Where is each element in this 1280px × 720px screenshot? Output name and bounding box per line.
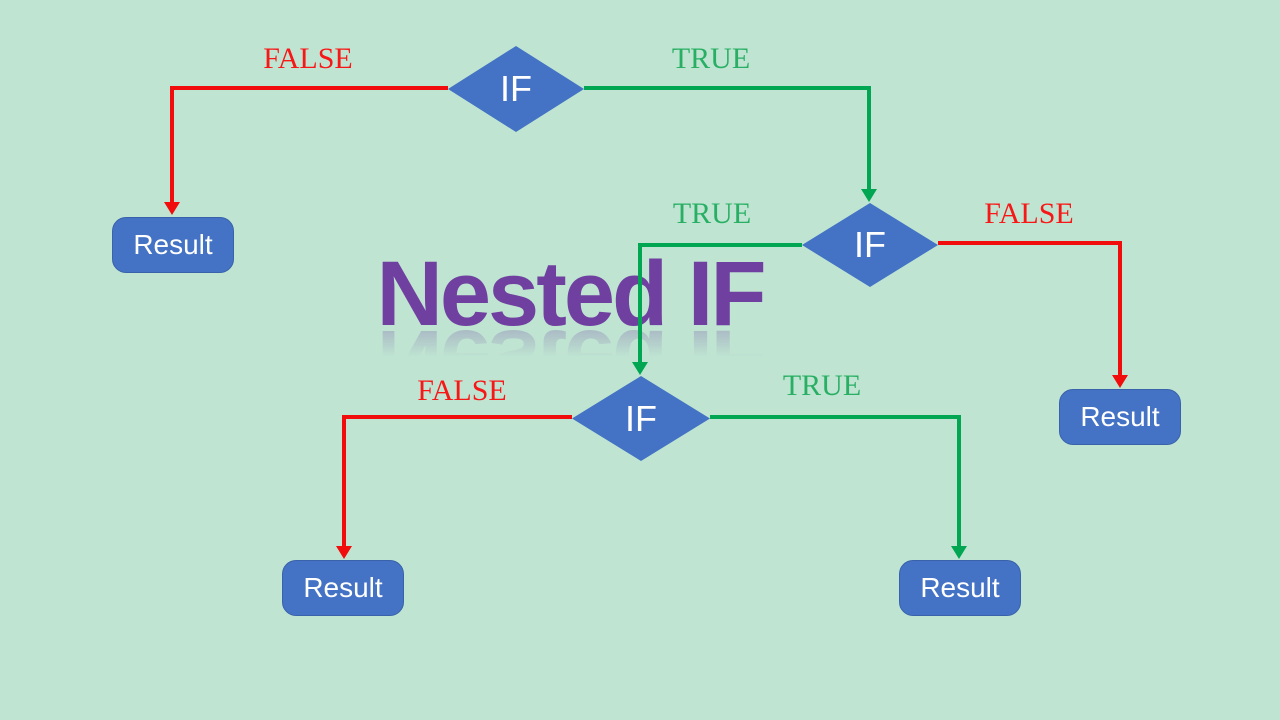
branch-label-middle-true: TRUE: [672, 197, 752, 230]
connector-bottom-false-vertical: [342, 415, 346, 546]
arrowhead-top-true-icon: [861, 189, 877, 202]
connector-top-false-vertical: [170, 86, 174, 202]
branch-label-top-false: FALSE: [263, 42, 353, 75]
slide-title: Nested IF: [376, 243, 766, 345]
connector-middle-false-horizontal: [938, 241, 1122, 245]
branch-label-top-true: TRUE: [671, 42, 751, 75]
result-node-bottom-right: Result: [899, 560, 1021, 616]
connector-middle-true-vertical: [638, 243, 642, 362]
decision-label: IF: [500, 68, 532, 109]
slide-title-group: Nested IF Nested IF: [376, 243, 766, 413]
result-label: Result: [303, 572, 383, 603]
connector-bottom-true-horizontal: [710, 415, 959, 419]
result-label: Result: [133, 229, 213, 260]
connector-top-false-horizontal: [172, 86, 448, 90]
arrowhead-top-false-icon: [164, 202, 180, 215]
arrowhead-bottom-false-icon: [336, 546, 352, 559]
connector-bottom-false-horizontal: [344, 415, 572, 419]
connector-middle-true-horizontal: [640, 243, 802, 247]
arrowhead-bottom-true-icon: [951, 546, 967, 559]
branch-label-bottom-true: TRUE: [782, 369, 862, 402]
connector-top-true-horizontal: [584, 86, 869, 90]
decision-node-if-middle: IF: [802, 203, 938, 287]
result-label: Result: [920, 572, 1000, 603]
decision-node-if-top: IF: [448, 46, 584, 132]
result-node-bottom-left: Result: [282, 560, 404, 616]
branch-label-middle-false: FALSE: [984, 197, 1074, 230]
arrowhead-middle-true-icon: [632, 362, 648, 375]
arrowhead-middle-false-icon: [1112, 375, 1128, 388]
branch-label-bottom-false: FALSE: [417, 374, 507, 407]
decision-label: IF: [625, 397, 657, 439]
result-node-right: Result: [1059, 389, 1181, 445]
connector-middle-false-vertical: [1118, 241, 1122, 375]
decision-label: IF: [854, 224, 886, 265]
connector-bottom-true-vertical: [957, 415, 961, 546]
result-node-top-left: Result: [112, 217, 234, 273]
result-label: Result: [1080, 401, 1160, 432]
connector-top-true-vertical: [867, 86, 871, 189]
